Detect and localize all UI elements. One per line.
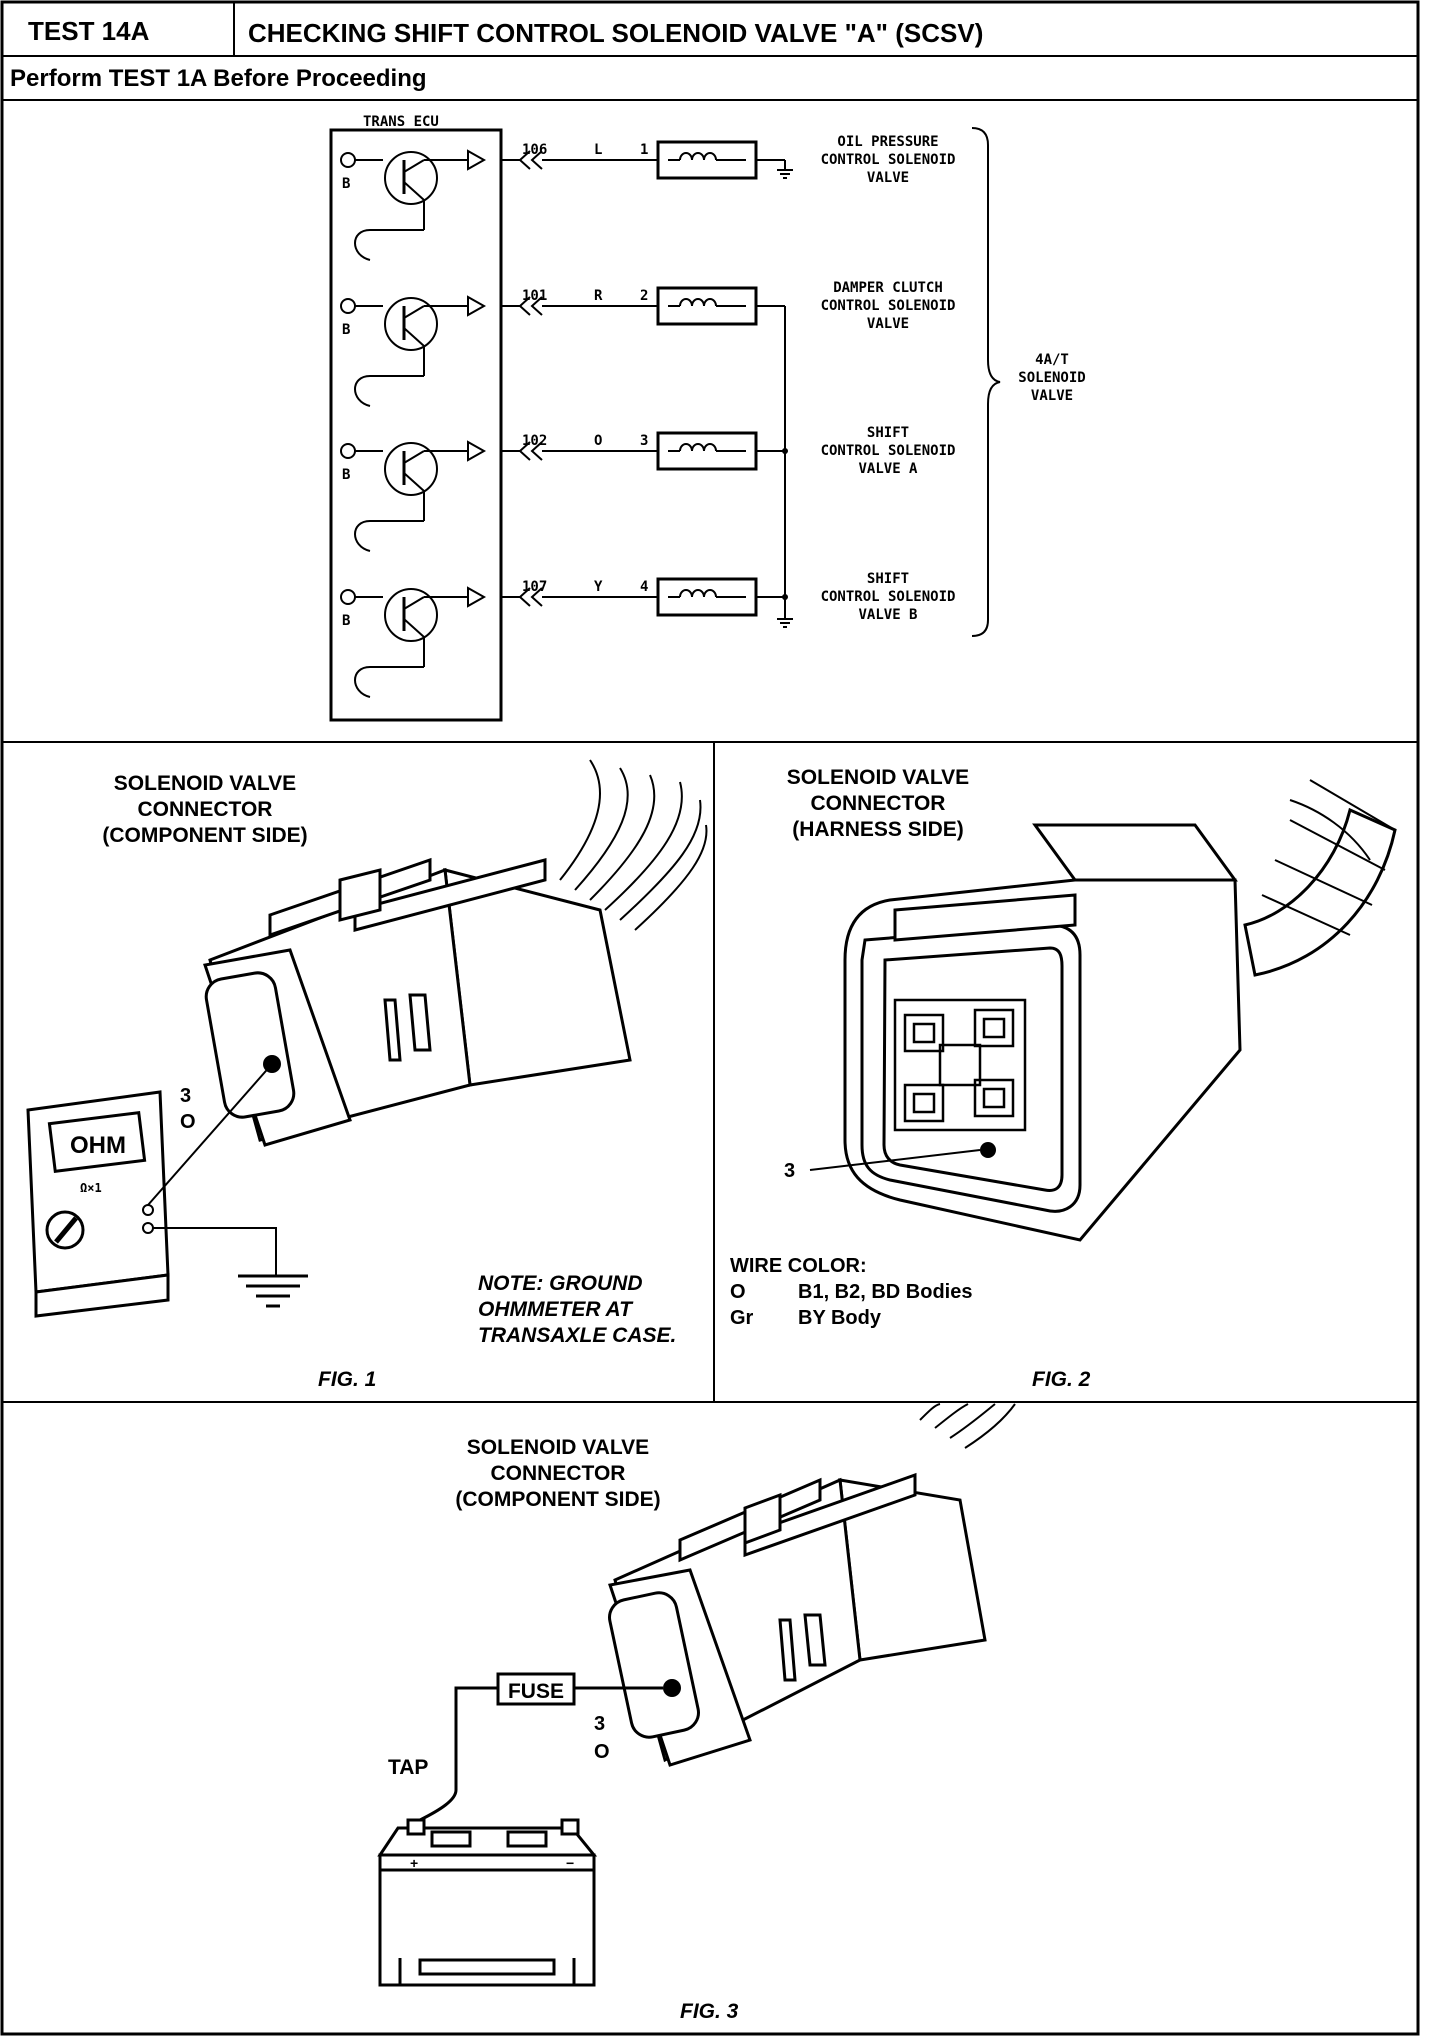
fig2-panel: SOLENOID VALVE CONNECTOR (HARNESS SIDE) (730, 766, 1397, 1391)
b-label: B (342, 613, 350, 629)
ground-lead (153, 1227, 277, 1275)
wire-color-code: Gr (730, 1307, 754, 1329)
fig1-pin-sub: O (180, 1111, 196, 1133)
ground-symbol (238, 1274, 308, 1308)
circuit-row-2: B 101 R 2 DAMPER CLUTCH CONTROL SOLENOID… (340, 280, 956, 407)
wire-number: 107 (522, 579, 547, 595)
transistor-symbol (384, 442, 438, 496)
fig2-pin-label: 3 (784, 1160, 795, 1182)
jumper-wire (419, 1686, 498, 1822)
transistor-symbol (384, 588, 438, 642)
group-label-line: SOLENOID (1018, 370, 1085, 386)
fig2-caption-line: CONNECTOR (811, 792, 946, 815)
fig3-caption-line: (COMPONENT SIDE) (455, 1488, 660, 1511)
group-label-line: VALVE (1031, 388, 1073, 404)
fig2-caption-line: (HARNESS SIDE) (792, 818, 964, 841)
circuit-row-3: B 102 O 3 SHIFT CONTROL SOLENOID VALVE A (340, 425, 956, 552)
leader-line (809, 1149, 981, 1171)
terminal-3 (663, 1679, 681, 1697)
group-label-line: 4A/T (1035, 352, 1069, 368)
terminal-3 (980, 1142, 996, 1158)
wire-color-heading: WIRE COLOR: (730, 1255, 867, 1277)
page-title: CHECKING SHIFT CONTROL SOLENOID VALVE "A… (248, 18, 983, 48)
fig1-pin-label: 3 (180, 1085, 191, 1107)
meter-range: Ω×1 (80, 1181, 102, 1195)
wire-color: R (594, 288, 603, 304)
solenoid-name-line: CONTROL SOLENOID (821, 152, 956, 168)
terminal-grid (893, 998, 1027, 1132)
solenoid-name-line: CONTROL SOLENOID (821, 589, 956, 605)
ecu-box (329, 128, 503, 722)
solenoid-name-line: VALVE A (858, 461, 918, 477)
solenoid-name-line: CONTROL SOLENOID (821, 298, 956, 314)
connector-component-side (608, 1472, 987, 1767)
connector-component-side (203, 857, 632, 1147)
solenoid-name-line: VALVE (867, 170, 909, 186)
fig1-caption-line: (COMPONENT SIDE) (102, 824, 307, 847)
pin-number: 2 (640, 288, 648, 304)
fig1-caption-line: CONNECTOR (138, 798, 273, 821)
solenoid-name-line: CONTROL SOLENOID (821, 443, 956, 459)
circuit-row-1: B 106 L 1 OIL PRESSURE CONTROL SOLENO (340, 134, 956, 261)
wire-color-desc: B1, B2, BD Bodies (798, 1281, 972, 1303)
fig1-label: FIG. 1 (318, 1368, 376, 1391)
group-brace (971, 127, 1001, 637)
fig3-caption-line: CONNECTOR (491, 1462, 626, 1485)
b-label: B (342, 176, 350, 192)
solenoid-name-line: VALVE (867, 316, 909, 332)
test-id: TEST 14A (28, 16, 150, 46)
solenoid-name-line: SHIFT (867, 571, 909, 587)
wire-color: O (594, 433, 602, 449)
fig3-label: FIG. 3 (680, 2000, 739, 2023)
wire-number: 102 (522, 433, 547, 449)
schematic-section: TRANS ECU B 106 L 1 (2, 114, 1418, 743)
ecu-label: TRANS ECU (363, 114, 439, 130)
pin-number: 3 (640, 433, 648, 449)
positive-terminal-label: + (410, 1855, 418, 1871)
fig2-label: FIG. 2 (1032, 1368, 1091, 1391)
solenoid-name-line: DAMPER CLUTCH (833, 280, 943, 296)
wire-number: 106 (522, 142, 547, 158)
test-lead (147, 1063, 273, 1206)
solenoid-name-line: VALVE B (858, 607, 917, 623)
fig3-pin-label: 3 (594, 1713, 605, 1735)
transistor-symbol (384, 151, 438, 205)
negative-terminal-label: − (566, 1855, 574, 1871)
meter-display: OHM (70, 1132, 126, 1159)
battery (377, 1818, 598, 1987)
fig3-pin-sub: O (594, 1741, 610, 1763)
solenoid-name-line: OIL PRESSURE (837, 134, 938, 150)
fig1-note-line: NOTE: GROUND (478, 1272, 643, 1295)
page-subtitle: Perform TEST 1A Before Proceeding (10, 65, 427, 92)
fig1-note-line: TRANSAXLE CASE. (478, 1324, 676, 1347)
fig1-panel: SOLENOID VALVE CONNECTOR (COMPONENT SIDE… (26, 759, 708, 1391)
wire-color-code: O (730, 1281, 746, 1303)
tap-label: TAP (388, 1756, 428, 1779)
wire-color: L (594, 142, 602, 158)
b-label: B (342, 467, 350, 483)
solenoid-name-line: SHIFT (867, 425, 909, 441)
circuit-row-4: B 107 Y 4 SHIFT CONTROL SOLENO (340, 571, 956, 698)
ohmmeter: OHM Ω×1 (26, 1090, 170, 1318)
fig2-caption-line: SOLENOID VALVE (787, 766, 969, 789)
b-label: B (342, 322, 350, 338)
wire-color-desc: BY Body (798, 1307, 882, 1329)
harness-sheath (1243, 799, 1397, 977)
pin-number: 4 (640, 579, 648, 595)
wire-color: Y (594, 579, 603, 595)
transistor-symbol (384, 297, 438, 351)
pin-number: 1 (640, 142, 648, 158)
header: TEST 14A CHECKING SHIFT CONTROL SOLENOID… (2, 2, 1418, 101)
wire-bundle (559, 759, 708, 931)
fig3-panel: SOLENOID VALVE CONNECTOR (COMPONENT SIDE… (377, 1403, 1016, 2023)
harness-sheath-lines (1261, 779, 1396, 936)
fig1-note-line: OHMMETER AT (478, 1298, 634, 1321)
fig3-caption-line: SOLENOID VALVE (467, 1436, 649, 1459)
fuse-label: FUSE (508, 1680, 564, 1703)
fig1-caption-line: SOLENOID VALVE (114, 772, 296, 795)
wire-bundle (919, 1403, 1016, 1449)
wire-number: 101 (522, 288, 547, 304)
